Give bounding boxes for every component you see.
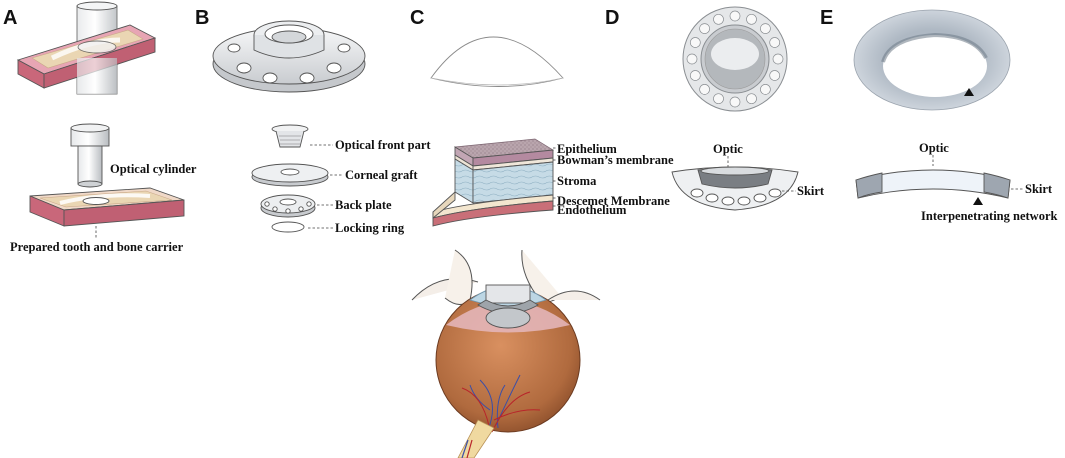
label-optical-cylinder: Optical cylinder: [110, 162, 197, 176]
corneal-graft-illustration: [251, 163, 343, 187]
panel-letter-b: B: [195, 7, 209, 29]
skirt-hole: [769, 37, 781, 48]
carrier-illustration: [29, 187, 185, 238]
skirt-hole: [686, 53, 698, 65]
marker-arrowhead-top: [964, 88, 974, 96]
panel-b: B Optical front part: [195, 7, 431, 235]
panel-c: C Epithelium Bowman’s membrane Str: [410, 7, 674, 458]
label-carrier: Prepared tooth and bone carrier: [10, 240, 184, 254]
marker-arrowhead-bottom: [973, 197, 983, 205]
skirt-hole: [769, 70, 781, 81]
panel-a-top-illustration: [16, 1, 157, 95]
skirt-hole: [729, 96, 741, 108]
label-descemet-membrane: Descemet Membrane: [557, 194, 670, 208]
skirt-hole: [699, 23, 710, 34]
ring-device-side-illustration: [855, 169, 1023, 205]
locking-ring-illustration: [271, 221, 333, 233]
skirt-hole: [729, 10, 741, 22]
panel-letter-e: E: [820, 7, 833, 29]
label-optic-d: Optic: [713, 142, 743, 156]
label-skirt-d: Skirt: [797, 184, 825, 198]
label-endothelium: Endothelium: [557, 203, 627, 217]
optical-front-part-illustration: [271, 124, 333, 148]
kpro-top-view-illustration: [682, 6, 788, 112]
skirt-hole: [760, 84, 771, 95]
label-epithelium: Epithelium: [557, 142, 617, 156]
panel-letter-a: A: [3, 7, 17, 29]
label-locking-ring: Locking ring: [335, 221, 405, 235]
cornea-layers-illustration: [432, 138, 555, 227]
label-bowmans-membrane: Bowman’s membrane: [557, 153, 674, 167]
label-corneal-graft: Corneal graft: [345, 168, 418, 182]
label-interpenetrating-network: Interpenetrating network: [921, 209, 1057, 223]
panel-a: A Optical cylinder: [3, 1, 197, 254]
back-plate-illustration: [260, 194, 333, 218]
label-optic-e: Optic: [919, 141, 949, 155]
skirt-hole: [760, 23, 771, 34]
skirt-hole: [713, 93, 724, 105]
skirt-hole: [772, 53, 784, 65]
skirt-hole: [689, 70, 701, 81]
kpro-side-view-illustration: [671, 166, 799, 211]
skirt-hole: [689, 37, 701, 48]
optical-cylinder-illustration: [70, 123, 110, 188]
panel-letter-c: C: [410, 7, 424, 29]
panel-e: E Optic Skirt Interpenetrating network: [820, 7, 1057, 223]
back-plate-3d-illustration: [212, 20, 366, 93]
eye-cross-section-illustration: [411, 249, 601, 458]
label-stroma: Stroma: [557, 174, 597, 188]
skirt-hole: [699, 84, 710, 95]
artificial-cornea-lens-illustration: [430, 36, 564, 87]
skirt-hole: [746, 13, 757, 25]
label-optical-front-part: Optical front part: [335, 138, 431, 152]
skirt-hole: [746, 93, 757, 105]
label-skirt-e: Skirt: [1025, 182, 1053, 196]
panel-d: D Optic Skirt: [605, 6, 825, 211]
label-back-plate: Back plate: [335, 198, 392, 212]
ring-device-illustration: [853, 9, 1011, 111]
panel-letter-d: D: [605, 7, 619, 29]
skirt-hole: [713, 13, 724, 25]
